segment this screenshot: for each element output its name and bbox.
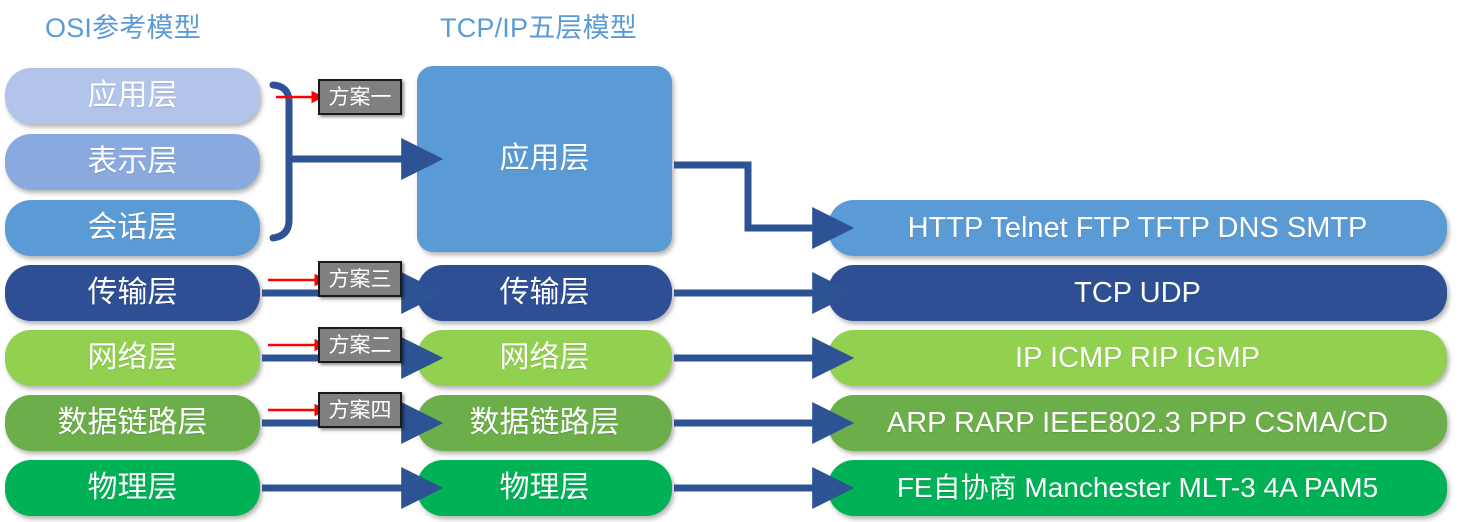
protocol-row-network-label: IP ICMP RIP IGMP: [1015, 341, 1260, 374]
column-title-osi: OSI参考模型: [45, 13, 201, 43]
protocol-row-datalink-label: ARP RARP IEEE802.3 PPP CSMA/CD: [886, 406, 1389, 439]
osi-layer-network-label: 网络层: [87, 341, 178, 374]
connector-application-elbow: [674, 161, 855, 249]
protocol-row-application[interactable]: HTTP Telnet FTP TFTP DNS SMTP: [828, 200, 1447, 256]
osi-layer-network[interactable]: 网络层: [5, 330, 260, 386]
protocol-row-physical-label: FE自协商 Manchester MLT-3 4A PAM5: [896, 472, 1379, 503]
protocol-row-application-label: HTTP Telnet FTP TFTP DNS SMTP: [907, 211, 1368, 244]
tcpip-layer-physical[interactable]: 物理层: [417, 460, 672, 516]
osi-layer-physical-label: 物理层: [87, 471, 178, 504]
tcpip-layer-physical-label: 物理层: [499, 471, 590, 504]
protocol-row-network[interactable]: IP ICMP RIP IGMP: [828, 330, 1447, 386]
tcpip-layer-datalink[interactable]: 数据链路层: [417, 395, 672, 451]
tcpip-layer-transport-label: 传输层: [499, 276, 590, 309]
osi-layer-presentation[interactable]: 表示层: [5, 134, 260, 190]
scheme-tag-1-label: 方案一: [328, 85, 392, 109]
column-title-tcpip: TCP/IP五层模型: [440, 13, 638, 43]
osi-layer-datalink[interactable]: 数据链路层: [5, 395, 260, 451]
protocol-row-physical[interactable]: FE自协商 Manchester MLT-3 4A PAM5: [828, 460, 1447, 516]
scheme-tag-3-label: 方案三: [328, 267, 392, 291]
tcpip-layer-network[interactable]: 网络层: [417, 330, 672, 386]
scheme-tag-4[interactable]: 方案四: [318, 392, 402, 428]
scheme-tag-3[interactable]: 方案三: [318, 261, 402, 297]
tcpip-layer-application[interactable]: 应用层: [417, 66, 672, 252]
tcpip-layer-datalink-label: 数据链路层: [469, 406, 620, 439]
osi-layer-application-label: 应用层: [87, 79, 178, 112]
protocol-row-transport[interactable]: TCP UDP: [828, 265, 1447, 321]
scheme-tag-4-label: 方案四: [328, 398, 392, 422]
osi-layer-presentation-label: 表示层: [87, 145, 178, 178]
protocol-row-transport-label: TCP UDP: [1074, 276, 1201, 309]
osi-layer-application[interactable]: 应用层: [5, 68, 260, 124]
osi-layer-transport[interactable]: 传输层: [5, 265, 260, 321]
scheme-tag-2-label: 方案二: [328, 333, 392, 357]
osi-layer-session-label: 会话层: [87, 211, 178, 244]
protocol-row-datalink[interactable]: ARP RARP IEEE802.3 PPP CSMA/CD: [828, 395, 1447, 451]
osi-layer-transport-label: 传输层: [87, 276, 178, 309]
osi-layer-session[interactable]: 会话层: [5, 200, 260, 256]
tcpip-layer-application-label: 应用层: [499, 142, 590, 175]
osi-layer-physical[interactable]: 物理层: [5, 460, 260, 516]
scheme-tag-2[interactable]: 方案二: [318, 327, 402, 363]
osi-layer-datalink-label: 数据链路层: [57, 406, 208, 439]
scheme-tag-1[interactable]: 方案一: [318, 79, 402, 115]
tcpip-layer-transport[interactable]: 传输层: [417, 265, 672, 321]
tcpip-layer-network-label: 网络层: [499, 341, 590, 374]
